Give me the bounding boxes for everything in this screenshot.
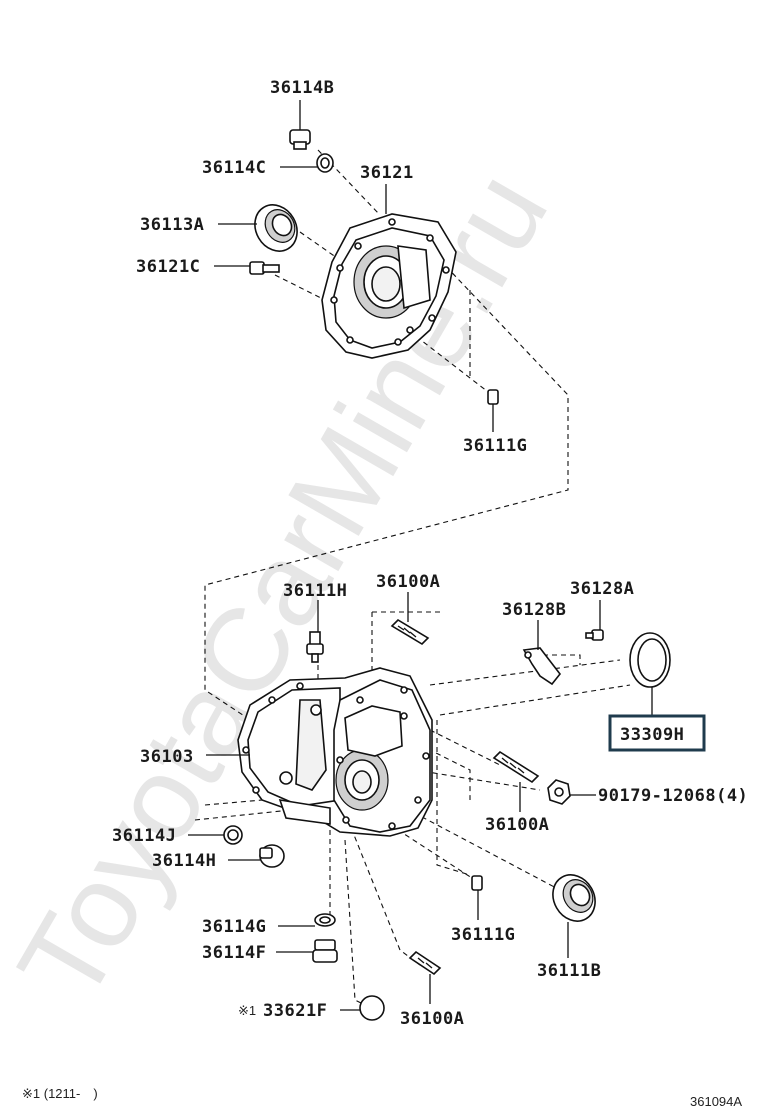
gasket-36114J[interactable] [223, 825, 243, 845]
label-36128A[interactable]: 36128A [570, 579, 634, 599]
gasket-36114C[interactable] [316, 153, 334, 173]
dowel-pin-36111G-lower[interactable] [471, 875, 483, 891]
label-36100A-top[interactable]: 36100A [376, 572, 440, 592]
gasket-36114G[interactable] [314, 913, 336, 927]
label-36114C[interactable]: 36114C [202, 158, 266, 178]
label-36114F[interactable]: 36114F [202, 943, 266, 963]
plug-36114B[interactable] [289, 129, 311, 150]
stud-36100A-top[interactable] [390, 618, 430, 646]
breather-plug-36111H[interactable] [306, 631, 324, 663]
label-33621F[interactable]: 33621F [263, 1001, 327, 1021]
label-36103[interactable]: 36103 [140, 747, 194, 767]
leader-lines [188, 100, 653, 1011]
plug-36114F[interactable] [312, 939, 338, 963]
label-36114J[interactable]: 36114J [112, 826, 176, 846]
extension-housing-36121[interactable] [321, 213, 457, 359]
bolt-36128A[interactable] [585, 629, 604, 641]
stud-36100A-mid[interactable] [492, 750, 540, 784]
stud-36100A-bottom[interactable] [408, 950, 442, 976]
dowel-pin-36111G-upper[interactable] [487, 389, 499, 405]
label-36111B[interactable]: 36111B [537, 961, 601, 981]
label-36114B[interactable]: 36114B [270, 78, 334, 98]
label-36111G-upper[interactable]: 36111G [463, 436, 527, 456]
oil-seal-36113A[interactable] [247, 197, 306, 259]
transfer-case-36103[interactable] [237, 667, 433, 837]
plug-36114H[interactable] [259, 844, 285, 868]
highlight-box-33309H [608, 714, 706, 752]
label-36100A-bottom[interactable]: 36100A [400, 1009, 464, 1029]
label-36111G-lower[interactable]: 36111G [451, 925, 515, 945]
label-36114H[interactable]: 36114H [152, 851, 216, 871]
label-note-mark: ※1 [238, 1003, 256, 1018]
label-36121[interactable]: 36121 [360, 163, 414, 183]
footnote: ※1 (1211- ) [22, 1086, 98, 1101]
label-36111H[interactable]: 36111H [283, 581, 347, 601]
oil-seal-36111B[interactable] [545, 867, 604, 929]
bolt-36121C[interactable] [249, 261, 280, 275]
label-33309H[interactable]: 33309H [620, 725, 684, 745]
bracket-36128B[interactable] [522, 647, 562, 686]
label-36121C[interactable]: 36121C [136, 257, 200, 277]
label-36113A[interactable]: 36113A [140, 215, 204, 235]
seal-ring-33309H[interactable] [629, 632, 671, 688]
nut-90179-12068[interactable] [547, 779, 571, 805]
label-36100A-mid[interactable]: 36100A [485, 815, 549, 835]
label-90179-12068[interactable]: 90179-12068(4) [598, 786, 748, 806]
diagram-id: 361094A [690, 1094, 742, 1109]
o-ring-33621F[interactable] [359, 995, 385, 1021]
label-36114G[interactable]: 36114G [202, 917, 266, 937]
label-36128B[interactable]: 36128B [502, 600, 566, 620]
